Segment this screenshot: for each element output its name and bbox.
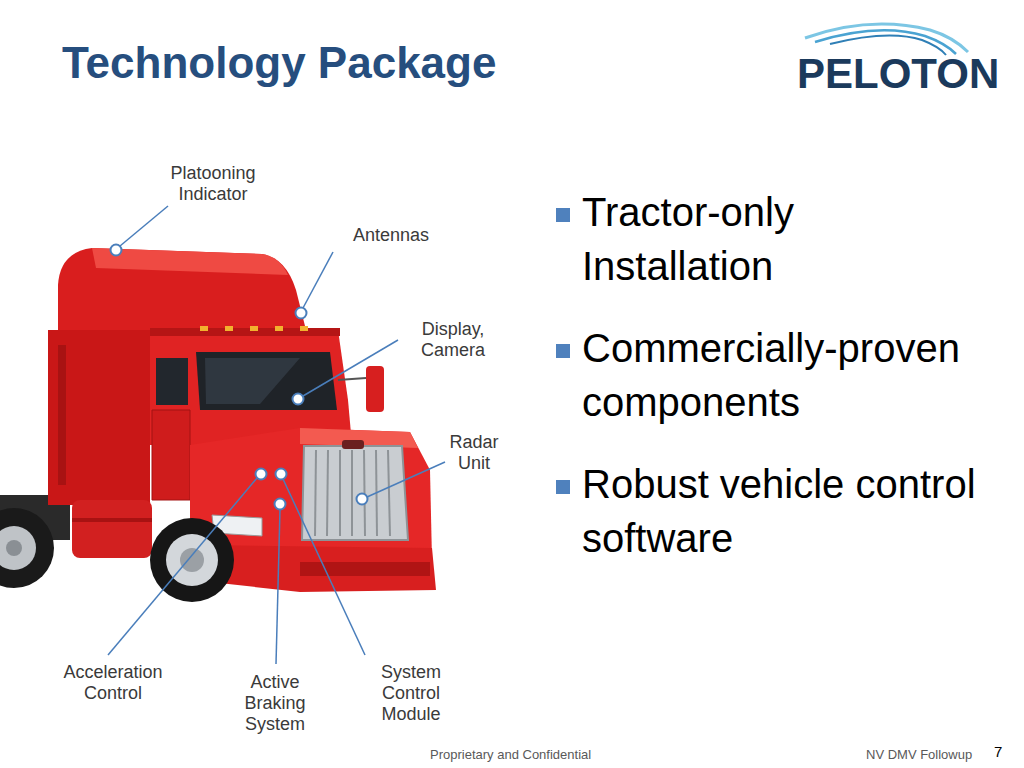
part-label: Antennas: [341, 225, 441, 246]
slide-title: Technology Package: [62, 38, 496, 88]
callout-dot: [111, 245, 368, 510]
part-label-box: Antennas: [341, 225, 441, 246]
part-label: Acceleration Control: [55, 662, 171, 704]
part-label-box: Acceleration Control: [55, 662, 171, 704]
bullet-text: Tractor-only Installation: [582, 185, 987, 293]
footer-note: NV DMV Followup: [866, 747, 972, 762]
page-number-box: 7: [994, 743, 1002, 760]
footer-note-box: NV DMV Followup: [866, 747, 972, 762]
footer-note-box: Proprietary and Confidential: [430, 747, 591, 762]
part-label-box: Radar Unit: [443, 432, 505, 474]
part-label-box: Display, Camera: [413, 319, 493, 361]
truck: [0, 248, 436, 602]
title-block: Technology Package: [62, 38, 496, 88]
part-label: Active Braking System: [233, 672, 317, 735]
footer-note: Proprietary and Confidential: [430, 747, 591, 762]
part-label-box: Platooning Indicator: [163, 163, 263, 205]
part-label-box: Active Braking System: [233, 672, 317, 735]
bullet-square: [556, 208, 570, 494]
part-label: Platooning Indicator: [163, 163, 263, 205]
logo-wordmark: PELOTON: [797, 50, 999, 98]
bullet-text-box: Commercially-proven components: [582, 321, 987, 429]
page-number: 7: [994, 743, 1002, 760]
bullet-text-box: Tractor-only Installation: [582, 185, 987, 293]
bullet-text-box: Robust vehicle control software: [582, 457, 987, 565]
part-label-box: System Control Module: [369, 662, 453, 725]
bullet-text: Robust vehicle control software: [582, 457, 987, 565]
bullet-text: Commercially-proven components: [582, 321, 987, 429]
logo-wordmark-box: PELOTON: [797, 50, 999, 98]
part-label: Radar Unit: [443, 432, 505, 474]
part-label: System Control Module: [369, 662, 453, 725]
part-label: Display, Camera: [413, 319, 493, 361]
leader-line: [108, 206, 445, 664]
